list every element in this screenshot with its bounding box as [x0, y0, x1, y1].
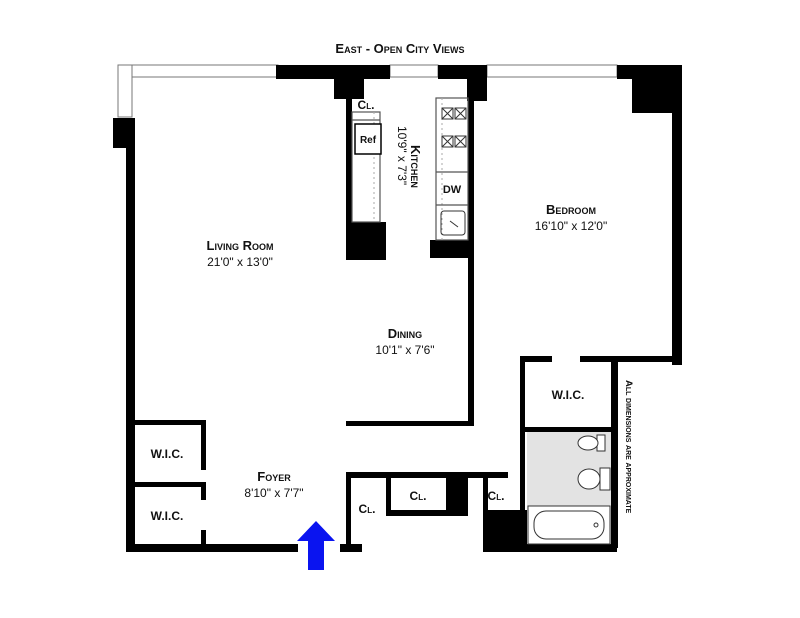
- living-room-dims: 21'0" x 13'0": [207, 255, 273, 269]
- bedroom-dims: 16'10" x 12'0": [535, 219, 608, 233]
- toilet: [577, 434, 606, 452]
- foyer-name: Foyer: [257, 469, 291, 484]
- view-caption: East - Open City Views: [335, 41, 464, 56]
- disclaimer-note: All dimensions are approximate: [623, 380, 634, 514]
- counter-guides: [373, 98, 443, 240]
- dining-name: Dining: [388, 326, 422, 341]
- wic-label: W.I.C.: [151, 447, 184, 461]
- refrigerator: [354, 123, 382, 155]
- refrigerator-label: Ref: [360, 135, 377, 146]
- kitchen-dims: 10'9" x 7'3": [395, 126, 409, 185]
- foyer-dims: 8'10" x 7'7": [244, 486, 303, 500]
- living-room-name: Living Room: [207, 238, 274, 253]
- bathtub: [527, 505, 611, 545]
- wic-label: W.I.C.: [151, 509, 184, 523]
- kitchen-dividers: [352, 119, 468, 206]
- dining-dims: 10'1" x 7'6": [375, 343, 434, 357]
- closet-label: Cl.: [358, 98, 375, 112]
- stove: [441, 107, 467, 148]
- kitchen-sink: [440, 210, 466, 236]
- kitchen-counters: [351, 97, 469, 241]
- closet-label: Cl.: [488, 489, 505, 503]
- walls: [113, 65, 682, 552]
- entry-arrow-icon: [297, 521, 335, 570]
- dishwasher-label: DW: [443, 184, 462, 196]
- bathroom-sink: [577, 467, 611, 491]
- closet-label: Cl.: [359, 502, 376, 516]
- kitchen-name: Kitchen: [408, 145, 423, 188]
- wic-label: W.I.C.: [552, 388, 585, 402]
- bedroom-name: Bedroom: [546, 202, 596, 217]
- closet-label: Cl.: [410, 489, 427, 503]
